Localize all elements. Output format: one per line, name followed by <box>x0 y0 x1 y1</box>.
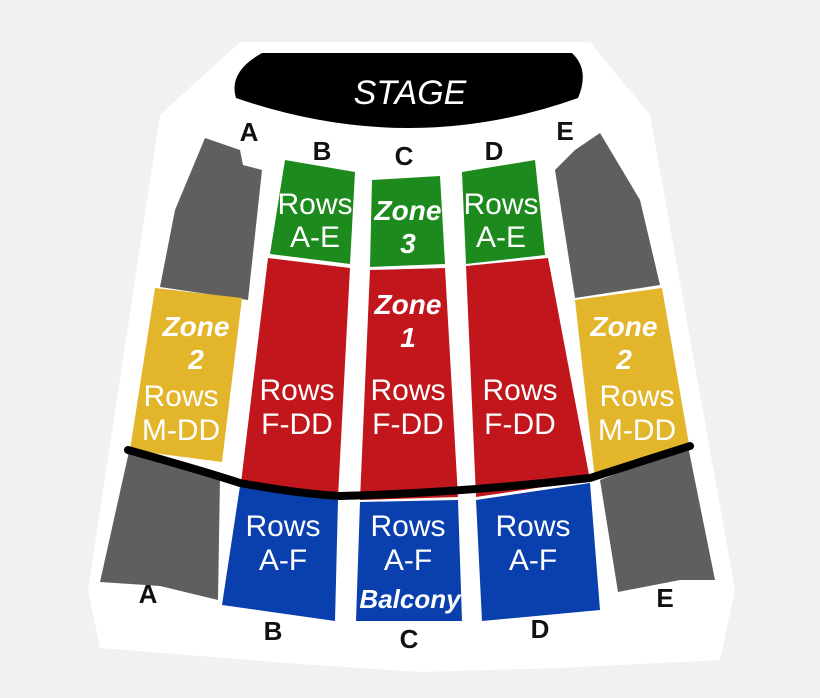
zone2-left-zone-label: Zone <box>162 311 230 342</box>
section-b-zone1[interactable] <box>241 258 350 497</box>
section-c-zone3[interactable] <box>370 176 445 267</box>
balcony-center-rows-label: Rows <box>370 510 445 543</box>
zone3-right-rows-range: A-E <box>476 221 526 254</box>
zone1-left-rows-label: Rows <box>259 374 334 407</box>
section-d-zone1[interactable] <box>466 258 590 497</box>
section-a-zone2[interactable] <box>130 288 242 462</box>
section-d-zone3[interactable] <box>462 160 545 264</box>
bottom-letter-b: B <box>264 616 283 646</box>
zone1-center-rows-range: F-DD <box>372 408 444 441</box>
stage[interactable] <box>234 53 583 128</box>
zone1-center-zone-number: 1 <box>400 322 416 353</box>
stage-label: STAGE <box>354 74 467 112</box>
section-e-lower-gray[interactable] <box>600 446 715 592</box>
section-a-lower-gray[interactable] <box>100 447 220 600</box>
zone2-left-zone-number: 2 <box>187 344 204 375</box>
zone1-center-zone-label: Zone <box>374 289 442 320</box>
balcony-right-rows-range: A-F <box>509 544 557 577</box>
balcony-label: Balcony <box>359 584 462 614</box>
zone2-right-rows-range: M-DD <box>598 414 676 447</box>
section-b-balcony[interactable] <box>222 486 338 621</box>
zone2-right-zone-number: 2 <box>615 344 632 375</box>
top-letter-a: A <box>240 117 259 147</box>
section-b-zone3[interactable] <box>270 160 355 264</box>
balcony-right-rows-label: Rows <box>495 510 570 543</box>
bottom-letter-a: A <box>139 579 158 609</box>
zone1-center-rows-label: Rows <box>370 374 445 407</box>
bottom-letter-d: D <box>531 614 550 644</box>
zone1-left-rows-range: F-DD <box>261 408 333 441</box>
bottom-letter-e: E <box>656 583 673 613</box>
zone2-left-rows-label: Rows <box>143 380 218 413</box>
zone3-left-rows-label: Rows <box>277 188 352 221</box>
section-d-balcony[interactable] <box>476 483 600 621</box>
balcony-left-rows-range: A-F <box>259 544 307 577</box>
top-letter-b: B <box>313 136 332 166</box>
zone3-center-zone-number: 3 <box>400 228 416 259</box>
zone3-center-zone-label: Zone <box>374 195 442 226</box>
section-e-upper-gray[interactable] <box>555 133 660 298</box>
balcony-divider-line <box>124 442 694 501</box>
section-c-zone1[interactable] <box>360 268 458 500</box>
zone1-right-rows-range: F-DD <box>484 408 556 441</box>
section-a-upper-gray[interactable] <box>160 138 262 300</box>
section-c-balcony[interactable] <box>356 500 462 621</box>
bottom-letter-c: C <box>400 624 419 654</box>
balcony-left-rows-label: Rows <box>245 510 320 543</box>
zone3-right-rows-label: Rows <box>463 188 538 221</box>
top-letter-e: E <box>556 116 573 146</box>
zone2-left-rows-range: M-DD <box>142 414 220 447</box>
zone3-left-rows-range: A-E <box>290 221 340 254</box>
balcony-center-rows-range: A-F <box>384 544 432 577</box>
top-letter-d: D <box>485 136 504 166</box>
zone2-right-zone-label: Zone <box>590 311 658 342</box>
zone1-right-rows-label: Rows <box>482 374 557 407</box>
section-e-zone2[interactable] <box>575 288 690 480</box>
top-letter-c: C <box>395 141 414 171</box>
zone2-right-rows-label: Rows <box>599 380 674 413</box>
